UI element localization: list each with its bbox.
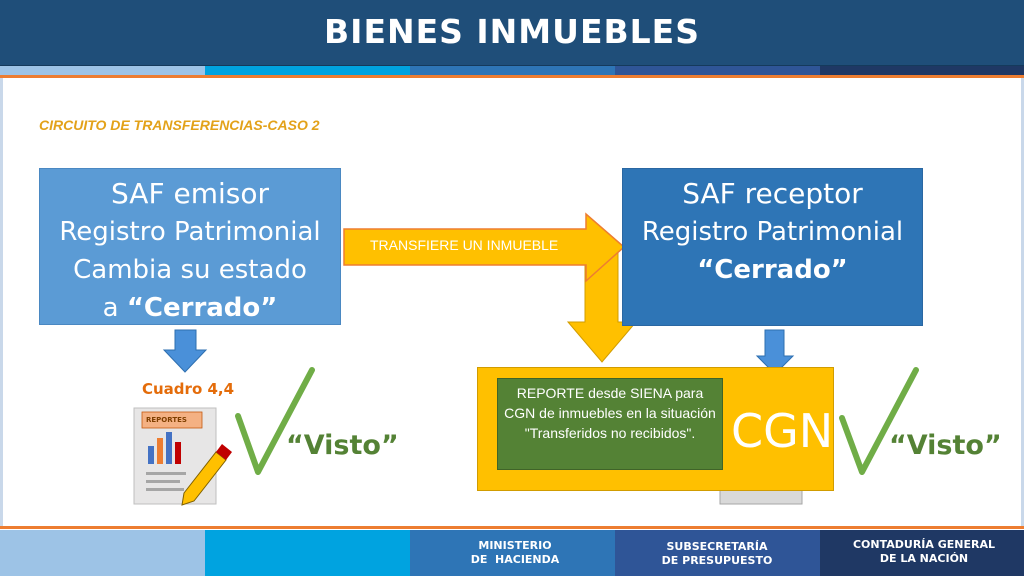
- header-stripe-3: [410, 66, 615, 75]
- cgn-label: CGN: [731, 404, 834, 458]
- transfer-label: TRANSFIERE UN INMUEBLE: [370, 237, 559, 253]
- check-icon-right: [839, 367, 919, 475]
- saf-receptor-status-text: “Cerrado”: [697, 255, 848, 285]
- saf-receptor-box: SAF receptor Registro Patrimonial “Cerra…: [622, 168, 923, 326]
- check-icon-left: [235, 367, 315, 475]
- header-stripe-2: [205, 66, 410, 75]
- saf-receptor-status: “Cerrado”: [623, 251, 922, 289]
- arrow-down-emisor: [162, 329, 208, 373]
- footer-subsecretaria: SUBSECRETARÍA DE PRESUPUESTO: [642, 540, 792, 568]
- visto-right-label: “Visto”: [889, 430, 1002, 461]
- footer-contaduria: CONTADURÍA GENERAL DE LA NACIÓN: [844, 538, 1004, 566]
- report-description-box: REPORTE desde SIENA para CGN de inmueble…: [497, 378, 723, 470]
- saf-receptor-title: SAF receptor: [682, 177, 863, 210]
- transfer-arrow: [343, 212, 626, 283]
- saf-emisor-line3: a “Cerrado”: [40, 289, 340, 327]
- saf-emisor-title: SAF emisor: [111, 177, 269, 210]
- footer-segment-2: [205, 530, 410, 576]
- arrow-down-to-cgn: [566, 249, 638, 363]
- visto-left-label: “Visto”: [286, 430, 399, 461]
- footer-ministerio-line2: DE HACIENDA: [470, 553, 560, 566]
- saf-emisor-line1: Registro Patrimonial: [59, 217, 321, 247]
- saf-emisor-line3-prefix: a: [102, 293, 127, 323]
- header-bar: BIENES INMUEBLES: [0, 0, 1024, 66]
- footer-segment-contaduria: [820, 530, 1024, 576]
- footer-ministerio: MINISTERIO DE HACIENDA: [440, 539, 590, 567]
- header-stripe-4: [615, 66, 820, 75]
- footer-subsecretaria-line1: SUBSECRETARÍA: [666, 540, 768, 553]
- header-stripe-5: [820, 66, 1024, 75]
- content-frame: [0, 78, 1024, 526]
- header-stripe-1: [0, 66, 205, 75]
- saf-emisor-box: SAF emisor Registro Patrimonial Cambia s…: [39, 168, 341, 325]
- saf-emisor-line2: Cambia su estado: [73, 255, 307, 285]
- diagram-subtitle: CIRCUITO DE TRANSFERENCIAS-CASO 2: [39, 117, 320, 133]
- footer-subsecretaria-line2: DE PRESUPUESTO: [661, 554, 773, 567]
- footer-orange-line: [0, 526, 1024, 529]
- report-icon-label: REPORTES: [146, 416, 187, 424]
- footer-ministerio-line1: MINISTERIO: [478, 539, 552, 552]
- cuadro-label: Cuadro 4,4: [142, 380, 235, 398]
- footer-contaduria-line2: DE LA NACIÓN: [879, 552, 969, 565]
- page-title: BIENES INMUEBLES: [324, 12, 700, 51]
- saf-receptor-line1: Registro Patrimonial: [641, 217, 904, 247]
- footer-contaduria-line1: CONTADURÍA GENERAL: [852, 538, 996, 551]
- report-document-icon: [133, 407, 232, 506]
- footer-segment-1: [0, 530, 205, 576]
- saf-emisor-status: “Cerrado”: [126, 293, 278, 323]
- arrow-down-receptor: [755, 329, 795, 375]
- footer-segment-subsecretaria: [615, 530, 820, 576]
- header-orange-line: [0, 75, 1024, 78]
- footer-segment-ministerio: [410, 530, 615, 576]
